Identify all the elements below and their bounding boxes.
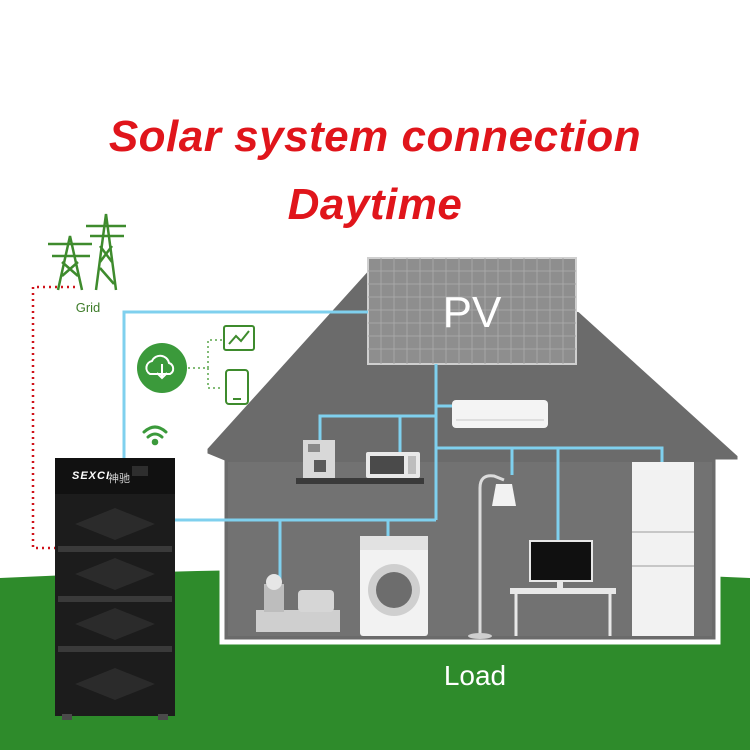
- refrigerator: [632, 462, 694, 636]
- power-cables: [122, 310, 664, 582]
- water-pump: [256, 574, 340, 632]
- battery-brand-cn: 神驰: [108, 473, 130, 485]
- washing-machine: [360, 536, 428, 636]
- monitor-chart-icon: [223, 325, 255, 351]
- transmission-tower-icon: [48, 213, 126, 291]
- load-label: Load: [443, 660, 507, 691]
- tablet-icon: [225, 369, 249, 405]
- battery-stack: [55, 458, 175, 720]
- floor-lamp: [468, 474, 516, 639]
- diagram-title: Solar system connection: [108, 112, 642, 161]
- grid-label: Grid: [75, 300, 101, 315]
- cloud-download-icon: [137, 343, 187, 393]
- microwave: [366, 452, 420, 478]
- pv-label: PV: [442, 288, 502, 337]
- diagram-subtitle: Daytime: [287, 180, 463, 229]
- coffee-machine: [303, 440, 335, 478]
- battery-brand-logo: SEXCI: [72, 470, 111, 482]
- device-connectors: [188, 339, 222, 389]
- tv-monitor: [510, 540, 616, 636]
- kitchen-shelf: [296, 478, 424, 484]
- solar-panel: [367, 257, 577, 365]
- air-conditioner: [452, 400, 548, 428]
- wifi-icon: [142, 425, 168, 446]
